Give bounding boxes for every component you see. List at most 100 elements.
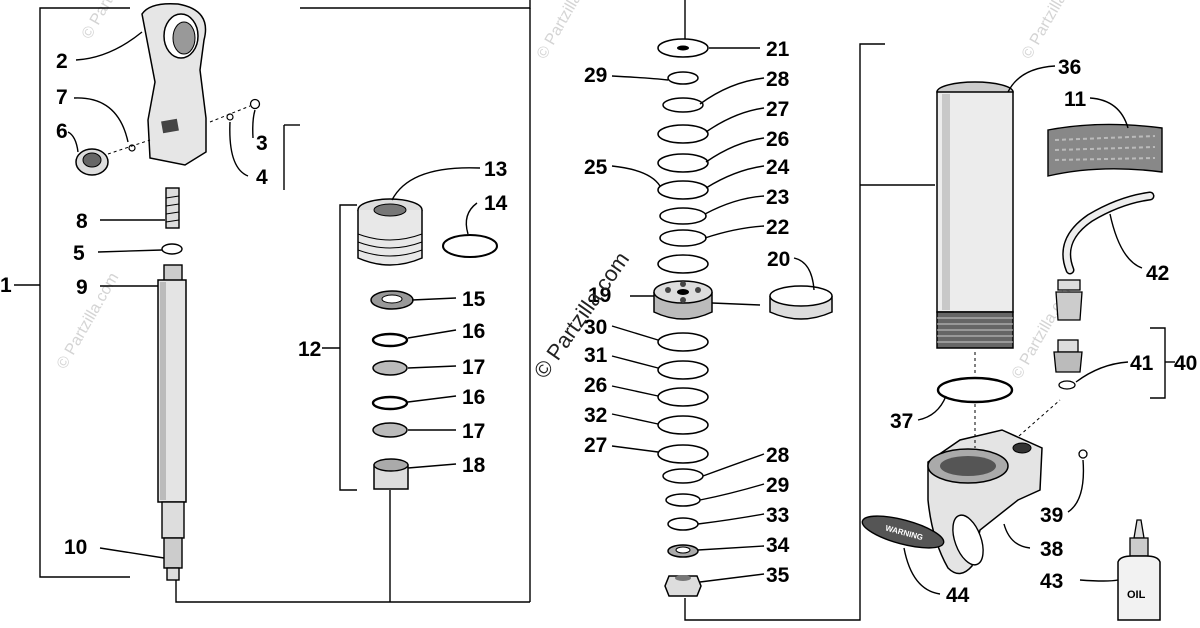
label-part-7: 7 (56, 86, 68, 109)
label-part-26a: 26 (766, 128, 789, 151)
seal-head-assembly (357, 198, 498, 490)
stud-part-8 (165, 187, 180, 229)
body-assembly: WARNING OIL (861, 81, 1163, 621)
rod-assembly (75, 2, 261, 581)
label-part-35: 35 (766, 564, 790, 587)
label-part-43: 43 (1040, 570, 1063, 593)
label-part-33: 33 (766, 504, 789, 527)
label-part-13: 13 (484, 158, 507, 181)
label-part-16a: 16 (462, 320, 485, 343)
label-part-28a: 28 (766, 68, 790, 91)
shim-part-26a (657, 153, 709, 173)
valve-stack (653, 38, 833, 597)
shim-part-32 (657, 415, 709, 435)
oil-bottle-part-43: OIL (1117, 519, 1161, 621)
label-part-10: 10 (64, 536, 87, 559)
seal-part-15 (370, 290, 414, 310)
shim-part-27a (657, 124, 709, 144)
label-part-32: 32 (584, 404, 607, 427)
shaft-part-9 (157, 264, 187, 581)
label-part-1: 1 (0, 274, 12, 297)
eyelet-part-2 (141, 2, 207, 166)
oring-part-37 (936, 376, 1014, 404)
label-part-4: 4 (256, 166, 268, 189)
label-part-16b: 16 (462, 386, 485, 409)
seal-head-part-13 (357, 198, 423, 266)
shim-part-30 (657, 332, 709, 352)
nut-part-35 (664, 575, 702, 597)
label-part-2: 2 (56, 50, 68, 73)
label-part-42: 42 (1146, 262, 1169, 285)
warning-tag-part-44: WARNING (861, 515, 945, 549)
washer-part-5 (161, 243, 183, 255)
group-brackets (14, 0, 1175, 621)
shim-part-24 (657, 254, 709, 274)
body-tube-part-36 (936, 81, 1014, 349)
watermark-center: © Partzilla.com (529, 247, 635, 383)
label-part-27a: 27 (766, 98, 789, 121)
label-part-36: 36 (1058, 56, 1081, 79)
label-part-39: 39 (1040, 504, 1063, 527)
label-part-5: 5 (73, 242, 85, 265)
label-part-21: 21 (766, 38, 790, 61)
label-part-6: 6 (56, 120, 68, 143)
bracket-part-1 (39, 7, 130, 578)
shim-part-25 (657, 180, 709, 200)
label-part-11: 11 (1064, 88, 1087, 111)
label-part-29b: 29 (766, 474, 789, 497)
cap-part-6 (75, 148, 109, 176)
oring-part-14 (442, 234, 498, 258)
bushing-part-18 (373, 458, 409, 490)
label-part-15: 15 (462, 288, 486, 311)
label-part-34: 34 (766, 534, 790, 557)
label-part-18: 18 (462, 454, 486, 477)
shim-part-31 (657, 360, 709, 380)
part-labels: 1 2 3 4 5 6 7 8 9 10 11 12 13 14 15 16 1… (0, 38, 1197, 607)
shim-part-29b (665, 493, 701, 507)
label-part-20: 20 (767, 248, 790, 271)
label-sticker-part-11 (1047, 123, 1163, 177)
frame-top (300, 0, 531, 9)
shim-part-27b (657, 444, 709, 464)
shim-part-29a (667, 71, 699, 85)
label-part-8: 8 (76, 210, 88, 233)
ring-part-16b (371, 395, 409, 411)
ball-part-7 (128, 144, 136, 152)
washer-part-33 (667, 517, 699, 531)
label-part-17a: 17 (462, 356, 485, 379)
shim-part-26b (657, 387, 709, 407)
bushing-part-17b (372, 422, 408, 438)
fitting-part-41 (1053, 339, 1083, 390)
hose-part-42 (1055, 191, 1155, 321)
bracket-part-40 (1150, 327, 1166, 399)
ball-part-3 (249, 98, 261, 110)
piston-part-19 (653, 280, 713, 320)
label-part-19: 19 (588, 284, 611, 307)
label-part-17b: 17 (462, 420, 485, 443)
label-part-41: 41 (1130, 352, 1154, 375)
label-part-44: 44 (946, 584, 970, 607)
label-part-31: 31 (584, 344, 608, 367)
leader-lines (67, 31, 1143, 595)
bushing-part-17a (372, 360, 408, 376)
shim-part-28a (662, 97, 704, 113)
label-part-28b: 28 (766, 444, 790, 467)
washer-part-34 (667, 544, 699, 558)
label-part-38: 38 (1040, 538, 1064, 561)
ring-part-16a (371, 332, 409, 348)
watermark-tr: © Partzilla.com (1019, 0, 1088, 62)
label-part-40: 40 (1174, 352, 1197, 375)
shim-part-23 (659, 207, 707, 225)
label-part-37: 37 (890, 410, 913, 433)
label-part-23: 23 (766, 186, 789, 209)
label-part-27b: 27 (584, 434, 607, 457)
ball-part-39 (1078, 449, 1088, 459)
ball-part-4 (226, 113, 234, 121)
label-part-25: 25 (584, 156, 608, 179)
label-part-14: 14 (484, 192, 508, 215)
label-part-3: 3 (256, 132, 268, 155)
label-part-9: 9 (76, 276, 88, 299)
piston-ring-part-20 (769, 285, 833, 320)
label-part-12: 12 (298, 338, 321, 361)
